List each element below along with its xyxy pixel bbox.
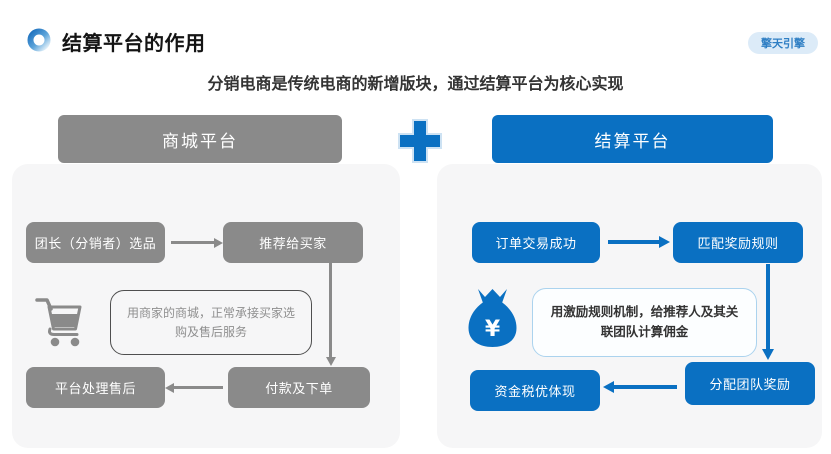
settlement-note: 用激励规则机制，给推荐人及其关联团队计算佣金 [532, 288, 757, 357]
mall-note: 用商家的商城，正常承接买家选购及售后服务 [110, 290, 312, 355]
right-section-header: 结算平台 [492, 115, 773, 163]
left-section-header: 商城平台 [58, 115, 342, 163]
money-bag-icon: ¥ [468, 289, 517, 347]
arrow-left-icon [173, 386, 223, 389]
flow-box-recommend-buyer: 推荐给买家 [223, 222, 363, 263]
arrow-left-icon [613, 385, 677, 389]
brand-badge: 擎天引擎 [748, 32, 818, 54]
arrow-right-icon [171, 241, 215, 244]
flow-box-leader-select: 团长（分销者）选品 [26, 222, 165, 263]
flow-box-match-reward: 匹配奖励规则 [673, 222, 803, 263]
ring-logo-icon [27, 28, 51, 52]
plus-icon [395, 116, 445, 166]
arrow-down-icon [766, 264, 770, 350]
arrow-down-icon [329, 263, 332, 358]
flow-box-order-success: 订单交易成功 [472, 222, 600, 263]
shopping-cart-icon [35, 298, 82, 347]
subtitle: 分销电商是传统电商的新增版块，通过结算平台为核心实现 [207, 76, 624, 93]
page-title: 结算平台的作用 [62, 33, 206, 55]
flow-box-pay-order: 付款及下单 [228, 367, 370, 408]
flow-box-fund-tax: 资金税优体现 [470, 370, 600, 411]
flow-box-distribute-reward: 分配团队奖励 [685, 362, 815, 405]
flow-box-platform-aftersale: 平台处理售后 [26, 367, 165, 408]
yuan-symbol: ¥ [485, 317, 501, 342]
arrow-right-icon [608, 240, 660, 244]
